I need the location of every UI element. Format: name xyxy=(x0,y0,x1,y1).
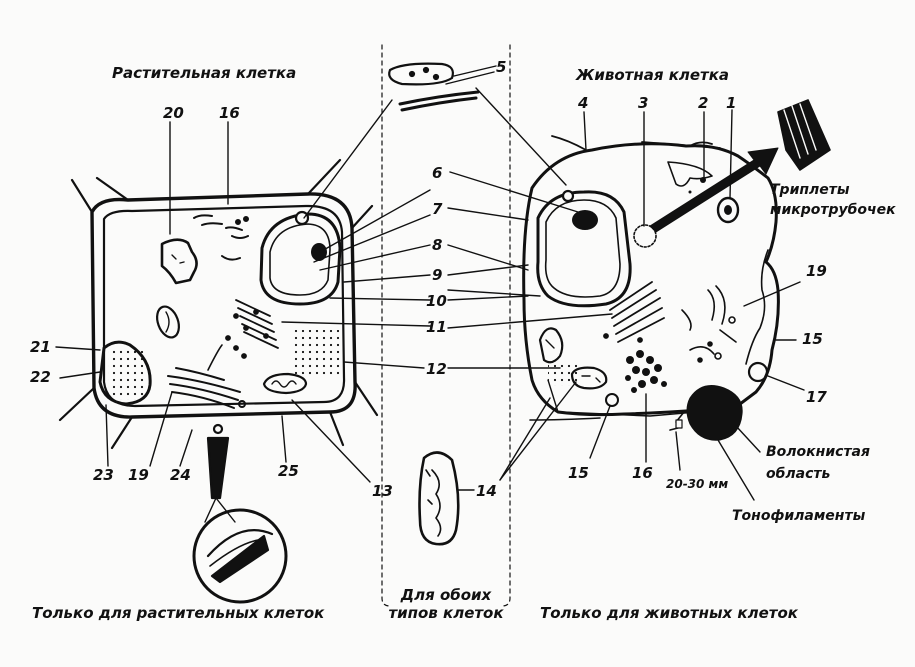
plant-mitochondrion-small xyxy=(156,305,180,339)
animal-vacuole-17 xyxy=(747,361,769,383)
label-19-plant: 19 xyxy=(128,466,149,484)
triplets-bundle xyxy=(777,99,831,171)
microtubules-label: микротрубочек xyxy=(770,202,896,218)
label-4: 4 xyxy=(578,94,589,112)
label-14: 14 xyxy=(476,482,497,500)
label-7: 7 xyxy=(432,200,443,218)
animal-only-caption: Только для животных клеток xyxy=(540,604,798,622)
animal-dark-patch xyxy=(667,161,713,187)
fibrous-label: Волокнистая xyxy=(766,444,870,460)
label-12: 12 xyxy=(426,360,447,378)
desmosome-fibrous-region xyxy=(669,385,743,441)
center-leader-lines xyxy=(281,65,613,491)
animal-nucleus xyxy=(536,190,632,308)
label-20: 20 xyxy=(163,104,184,122)
animal-golgi xyxy=(603,281,665,343)
animal-centrosome xyxy=(633,224,657,248)
plasmodesma-zoom-circle xyxy=(192,508,288,604)
region-label: область xyxy=(766,466,831,482)
tonofilaments-label: Тонофиламенты xyxy=(732,508,866,524)
plant-cell-title: Растительная клетка xyxy=(112,64,297,82)
label-24: 24 xyxy=(170,466,191,484)
label-9: 9 xyxy=(432,266,443,284)
label-10: 10 xyxy=(426,292,447,310)
distance-label: 20-30 мм xyxy=(666,477,729,491)
animal-mitochondria xyxy=(538,327,608,390)
label-1: 1 xyxy=(726,94,737,112)
animal-organelle-1 xyxy=(716,196,740,224)
animal-vesicle-15 xyxy=(605,393,619,407)
plant-endoplasmic-reticulum xyxy=(225,299,279,359)
microtubule-arrow xyxy=(649,147,779,233)
label-15-bottom: 15 xyxy=(568,464,589,482)
label-13: 13 xyxy=(372,482,393,500)
plant-vacuole xyxy=(160,238,198,285)
label-17: 17 xyxy=(806,388,827,406)
label-8: 8 xyxy=(432,236,443,254)
triplets-label: Триплеты xyxy=(770,182,850,198)
animal-lysosome-cluster xyxy=(625,350,667,393)
plant-only-caption: Только для растительных клеток xyxy=(32,604,325,622)
plant-leader-lines xyxy=(55,99,393,483)
label-16-plant: 16 xyxy=(219,104,240,122)
plant-golgi xyxy=(167,367,246,409)
label-5: 5 xyxy=(496,58,507,76)
label-21: 21 xyxy=(30,338,51,356)
label-22: 22 xyxy=(30,368,51,386)
animal-cell-title: Животная клетка xyxy=(576,66,730,84)
label-25: 25 xyxy=(278,462,299,480)
label-16-animal: 16 xyxy=(632,464,653,482)
animal-cell-membrane xyxy=(522,135,780,421)
center-mitochondrion xyxy=(418,451,460,546)
label-23: 23 xyxy=(93,466,114,484)
both-types-caption: Для обоих типов клеток xyxy=(388,586,504,622)
center-column-border xyxy=(381,44,511,607)
label-11: 11 xyxy=(426,318,447,336)
plant-ribosomes xyxy=(292,330,344,378)
animal-leader-lines xyxy=(547,109,805,501)
label-19-animal: 19 xyxy=(806,262,827,280)
plant-chloroplast xyxy=(98,340,152,406)
plant-mitochondrion xyxy=(262,372,308,395)
label-3: 3 xyxy=(638,94,649,112)
plant-cell-wall xyxy=(58,158,379,450)
plasmodesma xyxy=(204,423,236,523)
label-6: 6 xyxy=(432,164,443,182)
center-er-sample xyxy=(388,62,480,112)
label-15-right: 15 xyxy=(802,330,823,348)
plant-vesicles xyxy=(193,214,249,261)
animal-dot-2 xyxy=(700,177,706,183)
plant-nucleus xyxy=(259,212,342,306)
animal-er-right xyxy=(689,285,737,363)
label-2: 2 xyxy=(698,94,709,112)
